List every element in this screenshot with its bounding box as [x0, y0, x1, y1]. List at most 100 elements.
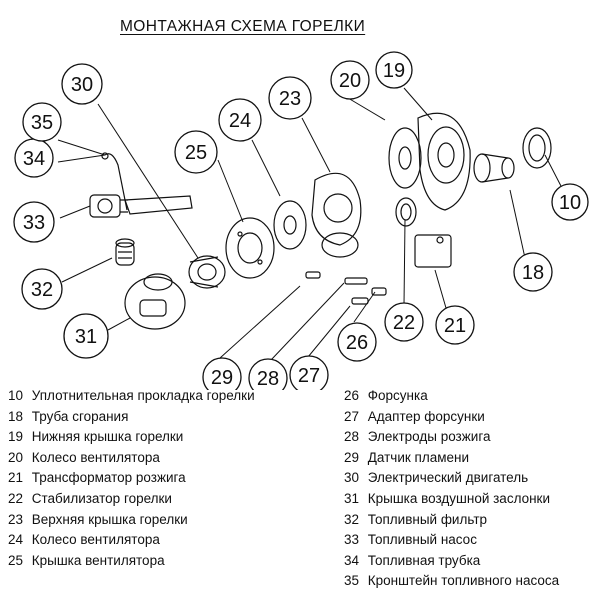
callout-34: 34 [14, 138, 54, 178]
callout-22: 22 [384, 302, 424, 342]
legend-item: 33 Топливный насос [344, 530, 559, 551]
legend-item: 22 Стабилизатор горелки [8, 489, 255, 510]
legend-item-label: Уплотнительная прокладка горелки [31, 388, 255, 403]
callout-number: 29 [211, 367, 233, 389]
callout-circle [218, 98, 262, 142]
electric-motor-part [188, 255, 226, 289]
legend-item: 24 Колесо вентилятора [8, 530, 255, 551]
legend-item-number: 23 [8, 511, 24, 527]
callout-number: 32 [31, 279, 53, 301]
callout-20: 20 [330, 60, 370, 100]
legend-item-number: 33 [344, 532, 360, 548]
leader-lines [57, 87, 563, 361]
callout-circle [337, 322, 377, 362]
legend-item: 29 Датчик пламени [344, 448, 559, 469]
callout-circle [268, 76, 312, 120]
legend-item-number: 34 [344, 552, 360, 568]
legend-item-label: Крышка вентилятора [31, 552, 165, 568]
legend-item-number: 29 [344, 449, 360, 465]
legend-item-label: Датчик пламени [367, 449, 470, 465]
callout-number: 20 [339, 70, 361, 92]
legend-item-label: Форсунка [367, 388, 428, 403]
nozzle-and-electrodes-part [305, 271, 387, 305]
legend-item: 23 Верхняя крышка горелки [8, 510, 255, 531]
upper-burner-cover-part [311, 172, 362, 258]
fuel-pump-part [89, 194, 128, 218]
legend-item-label: Адаптер форсунки [367, 408, 485, 424]
callout-number: 24 [229, 110, 251, 132]
legend-item: 35 Кронштейн топливного насоса [344, 571, 559, 592]
rear-fan-wheel-part [388, 127, 422, 189]
fuel-tube-and-bracket-part [101, 152, 193, 215]
legend-item-number: 25 [8, 552, 24, 568]
callout-circle [174, 130, 218, 174]
air-damper-cover-part [124, 273, 186, 330]
callout-circle [21, 268, 63, 310]
callout-21: 21 [435, 305, 475, 345]
legend-item-label: Электроды розжига [367, 429, 491, 445]
callout-26: 26 [337, 322, 377, 362]
callout-number: 33 [23, 212, 45, 234]
callout-number: 30 [71, 74, 93, 96]
callout-number: 34 [23, 148, 45, 170]
fan-housing-cover-part [225, 217, 275, 279]
legend-item-number: 10 [8, 388, 24, 403]
callout-10: 10 [551, 183, 589, 221]
callout-number: 19 [383, 60, 405, 82]
legend-item-label: Топливный насос [367, 532, 477, 548]
legend-item-number: 28 [344, 429, 360, 445]
legend-item-number: 22 [8, 490, 24, 506]
callout-circle [63, 313, 109, 359]
legend-item-number: 32 [344, 511, 360, 527]
fan-wheel-part [273, 200, 307, 250]
callout-23: 23 [268, 76, 312, 120]
legend-item-number: 27 [344, 408, 360, 424]
callout-circle [202, 357, 242, 390]
legend-item-number: 31 [344, 490, 360, 506]
legend-item-label: Топливный фильтр [367, 511, 488, 527]
burner-stabilizer-part [395, 197, 417, 227]
callout-32: 32 [21, 268, 63, 310]
legend-item-number: 21 [8, 470, 24, 486]
callout-number: 23 [279, 88, 301, 110]
callout-circle [13, 201, 55, 243]
legend-item-number: 30 [344, 470, 360, 486]
callout-circle [289, 355, 329, 390]
legend-item: 25 Крышка вентилятора [8, 551, 255, 572]
legend-item-label: Крышка воздушной заслонки [367, 490, 551, 506]
combustion-tube-part [473, 153, 515, 183]
callout-circle [551, 183, 589, 221]
legend-item-number: 35 [344, 573, 360, 589]
burner-gasket-part [522, 127, 552, 169]
legend-item: 27 Адаптер форсунки [344, 407, 559, 428]
legend-item-label: Кронштейн топливного насоса [367, 573, 560, 589]
callout-circle [330, 60, 370, 100]
callout-28: 28 [248, 358, 288, 390]
legend-item-number: 26 [344, 388, 360, 403]
callout-19: 19 [375, 51, 413, 89]
legend-item: 34 Топливная трубка [344, 551, 559, 572]
legend-item-number: 24 [8, 532, 24, 548]
legend-item-label: Топливная трубка [367, 552, 481, 568]
legend-item-number: 20 [8, 449, 24, 465]
ignition-transformer-part [414, 234, 452, 268]
callout-circle [375, 51, 413, 89]
diagram-title: МОНТАЖНАЯ СХЕМА ГОРЕЛКИ [120, 18, 366, 35]
callout-27: 27 [289, 355, 329, 390]
callout-number: 27 [298, 365, 320, 387]
legend-item: 19 Нижняя крышка горелки [8, 427, 255, 448]
legend-item: 10 Уплотнительная прокладка горелки [8, 386, 255, 407]
legend-item-label: Нижняя крышка горелки [31, 429, 184, 445]
callout-18: 18 [513, 252, 553, 292]
legend-item-label: Трансформатор розжига [31, 470, 186, 486]
callout-circle [61, 63, 103, 105]
legend-item: 31 Крышка воздушной заслонки [344, 489, 559, 510]
callout-number: 18 [522, 262, 544, 284]
legend-item: 20 Колесо вентилятора [8, 448, 255, 469]
callout-circle [435, 305, 475, 345]
legend-item-label: Колесо вентилятора [31, 449, 160, 465]
callout-number: 26 [346, 332, 368, 354]
legend-item-number: 19 [8, 429, 24, 445]
